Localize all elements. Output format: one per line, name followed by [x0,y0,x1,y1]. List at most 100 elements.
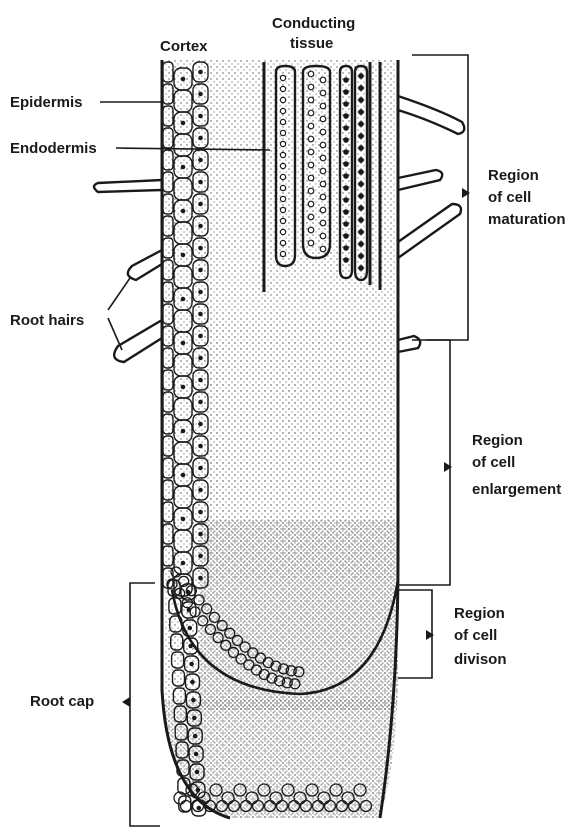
conducting-cell-dot [308,110,314,116]
conducting-cell-dot [308,227,314,233]
endodermis-label: Endodermis [10,140,97,157]
conducting-cell-dot [280,141,285,146]
cell-nucleus [181,429,184,432]
conducting-cell-dot [320,233,326,239]
enlargement-label-line3: enlargement [472,481,561,498]
cell-nucleus [199,224,202,227]
conducting-cell-dot [320,142,326,148]
conducting-cell-dot [359,170,363,174]
conducting-cell-dot [280,130,285,135]
conducting-cell-dot [308,84,314,90]
cell-nucleus [199,180,202,183]
cell-nucleus [181,561,184,564]
conducting-cell-dot [320,155,326,161]
cortex-label: Cortex [160,38,208,55]
meristem-cell [181,801,192,812]
cell-nucleus [181,165,184,168]
division-label-line1: Region [454,605,505,622]
conducting-cell-dot [344,234,348,238]
cell-nucleus [195,752,198,755]
conducting-cell-dot [280,119,285,124]
cell-nucleus [181,385,184,388]
cell-nucleus [199,356,202,359]
conducting-cell-dot [320,207,326,213]
conducting-cell-dot [280,97,285,102]
cell-nucleus [199,510,202,513]
conducting-cell-dot [344,186,348,190]
division-label-line2: of cell [454,627,497,644]
conducting-cell-dot [308,162,314,168]
cell-nucleus [199,70,202,73]
conducting-cell-dot [344,174,348,178]
conducting-cell-dot [320,246,326,252]
conducting-cell-dot [308,240,314,246]
cell-nucleus [181,473,184,476]
root-body [160,60,400,820]
conducting-cell-dot [320,220,326,226]
conducting-cell-dot [280,185,285,190]
conducting-cell-dot [359,86,363,90]
cell-nucleus [181,209,184,212]
conducting-cell-dot [344,198,348,202]
conducting-cell-dot [320,116,326,122]
conducting-cell-dot [359,74,363,78]
conducting-cell-dot [359,242,363,246]
conducting-cell-dot [308,97,314,103]
conducting-cell-dot [308,71,314,77]
conducting-cell-dot [280,174,285,179]
cell-nucleus [199,532,202,535]
enlargement-label-line1: Region [472,432,523,449]
conducting-cell-dot [308,175,314,181]
conducting-cell-dot [344,126,348,130]
enlargement-label-line2: of cell [472,454,515,471]
maturation-label-line1: Region [488,167,539,184]
maturation-bracket [412,55,468,340]
conducting-cell-dot [280,240,285,245]
conducting-cell-dot [280,86,285,91]
conducting-cell-dot [344,114,348,118]
conducting-cell-dot [320,77,326,83]
conducting-cell-dot [344,102,348,106]
conducting-cell-dot [344,138,348,142]
conducting-cell-dot [280,218,285,223]
cell-nucleus [181,121,184,124]
cell-nucleus [199,268,202,271]
conducting-cell-dot [308,214,314,220]
conducting-cell-dot [359,218,363,222]
cell-nucleus [199,114,202,117]
cell-nucleus [191,680,194,683]
conducting-cell-dot [320,129,326,135]
cell-nucleus [199,136,202,139]
cell-nucleus [199,92,202,95]
cell-nucleus [181,253,184,256]
cell-nucleus [190,662,193,665]
conducting-cell-dot [344,90,348,94]
cell-nucleus [181,517,184,520]
conducting-cell-dot [280,108,285,113]
conducting-cell-dot [320,181,326,187]
cell-nucleus [181,297,184,300]
cell-nucleus [199,488,202,491]
cell-nucleus [199,444,202,447]
maturation-label-line2: of cell [488,189,531,206]
conducting-cell-dot [308,149,314,155]
epidermis-label: Epidermis [10,94,83,111]
conducting-cell-dot [320,168,326,174]
cell-nucleus [192,698,195,701]
conducting-cell-dot [344,162,348,166]
cell-nucleus [199,576,202,579]
conducting-cell-dot [320,194,326,200]
cell-nucleus [193,716,196,719]
conducting-cell-dot [320,90,326,96]
cell-nucleus [199,400,202,403]
root-cap-bracket [130,583,160,826]
conducting-cell-dot [308,201,314,207]
conducting-cell-dot [308,136,314,142]
maturation-label-line3: maturation [488,211,566,228]
conducting-cell-dot [359,254,363,258]
conducting-label-line1: Conducting [272,15,355,32]
conducting-cell-dot [344,150,348,154]
conducting-cell-dot [308,123,314,129]
